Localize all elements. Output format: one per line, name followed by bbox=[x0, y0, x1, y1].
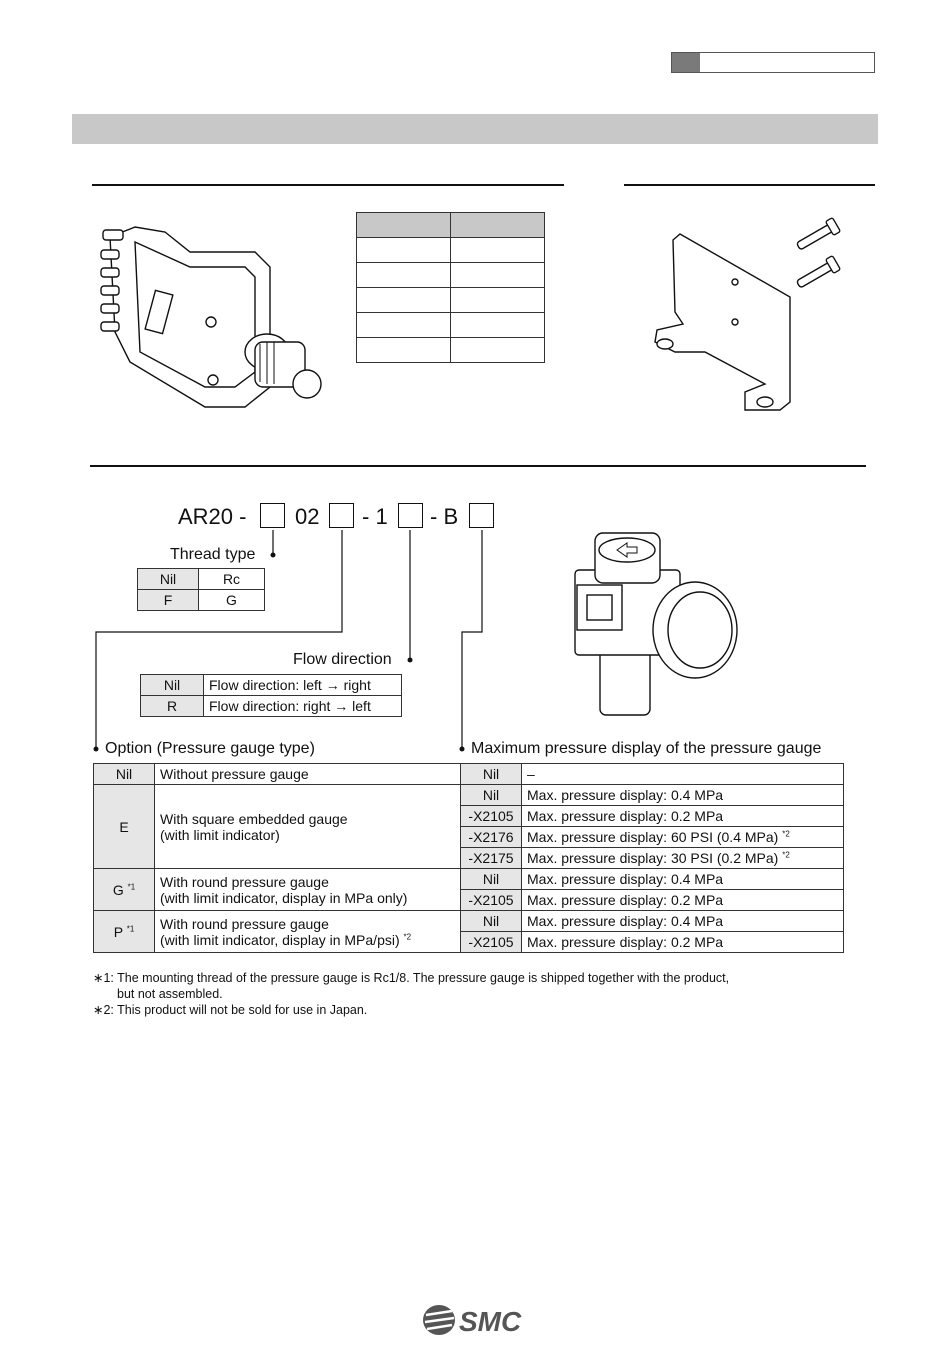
flow-direction-label: Flow direction bbox=[293, 651, 392, 668]
max-display-label: Maximum pressure display of the pressure… bbox=[471, 740, 822, 757]
footnote-1-cont: but not assembled. bbox=[117, 987, 223, 1001]
thread-type-label: Thread type bbox=[170, 546, 256, 563]
max-display-box bbox=[469, 503, 494, 528]
page-header-box bbox=[671, 52, 875, 73]
embedded-gauge-drawing bbox=[100, 226, 322, 408]
footnote-1: ∗1: The mounting thread of the pressure … bbox=[93, 971, 730, 985]
option-box bbox=[398, 503, 423, 528]
thread-type-box bbox=[260, 503, 285, 528]
leader-lines bbox=[93, 530, 483, 752]
bracket-drawing bbox=[654, 217, 841, 411]
model-mid3: - B bbox=[430, 504, 459, 529]
footnote-2: ∗2: This product will not be sold for us… bbox=[93, 1003, 368, 1017]
option-label: Option (Pressure gauge type) bbox=[105, 740, 315, 757]
section-rule-left bbox=[92, 184, 564, 186]
flow-direction-box bbox=[329, 503, 354, 528]
table-row: P *1 With round pressure gauge(with limi… bbox=[93, 910, 844, 953]
section-rule-main bbox=[90, 465, 866, 467]
table-row: G *1 With round pressure gauge(with limi… bbox=[93, 868, 844, 911]
model-mid2: - 1 bbox=[362, 504, 388, 529]
table-row: Nil Without pressure gauge Nil – bbox=[93, 763, 844, 785]
section-rule-right bbox=[624, 184, 875, 186]
model-port-size: 02 bbox=[295, 504, 320, 529]
smc-logo: SMC bbox=[422, 1302, 532, 1343]
option-table: Nil Without pressure gauge Nil – E With … bbox=[93, 763, 844, 953]
model-prefix: AR20 - bbox=[178, 504, 247, 529]
section-title-bar bbox=[72, 114, 878, 144]
blank-spec-table bbox=[356, 212, 545, 363]
regulator-drawing bbox=[574, 532, 738, 716]
table-row: E With square embedded gauge(with limit … bbox=[93, 784, 844, 869]
svg-text:SMC: SMC bbox=[459, 1306, 522, 1337]
